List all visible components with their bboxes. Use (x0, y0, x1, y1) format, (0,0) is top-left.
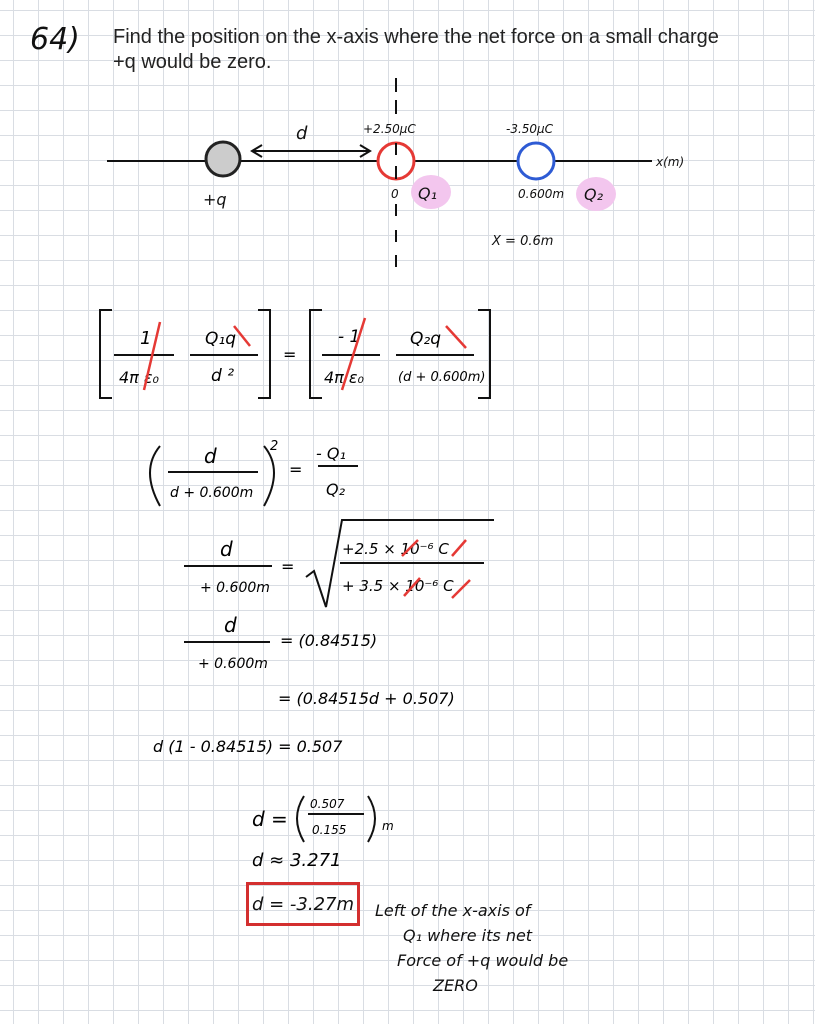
eq3-rhs-denominator: + 3.5 × 10⁻⁶ C (342, 577, 454, 595)
eq1-right-num-b: Q₂q (410, 329, 441, 349)
q1-value-label: +2.50μC (363, 122, 416, 136)
origin-label: 0 (391, 187, 399, 201)
note-line-1: Left of the x-axis of (375, 901, 531, 920)
distance-label: d (296, 123, 308, 144)
eq3-numerator: d (220, 537, 233, 561)
problem-text-line-1: Find the position on the x-axis where th… (113, 26, 719, 48)
eq2-exponent: 2 (270, 439, 278, 454)
eq1-left-num-a: 1 (140, 328, 151, 349)
note-line-3: Force of +q would be (397, 951, 569, 970)
eq5: = (0.84515d + 0.507) (278, 689, 455, 708)
note-line-2: Q₁ where its net (403, 926, 533, 945)
q2-label: Q₂ (584, 185, 604, 204)
eq7-numerator: 0.507 (310, 797, 345, 811)
note-line-4: ZERO (433, 976, 478, 995)
q1-label: Q₁ (418, 184, 437, 203)
x-position-note: X = 0.6m (491, 234, 553, 249)
problem-number: 64) (30, 22, 80, 57)
square-root-sign (305, 519, 494, 608)
final-answer-box: d = -3.27m (246, 882, 360, 926)
test-charge-label: +q (203, 190, 227, 209)
eq2-rhs-denominator: Q₂ (326, 480, 346, 499)
equation-1 (99, 309, 491, 399)
eq6: d (1 - 0.84515) = 0.507 (153, 737, 343, 756)
q2-charge-circle (516, 141, 556, 181)
q2-value-label: -3.50μC (506, 122, 554, 136)
problem-statement: Find the position on the x-axis where th… (113, 25, 813, 75)
cancel-marks (142, 317, 467, 391)
eq2-numerator: d (204, 444, 217, 468)
eq2-equals: = (289, 460, 302, 479)
problem-text-line-2: +q would be zero. (113, 51, 272, 73)
eq1-right-num-a: - 1 (338, 327, 360, 347)
eq3-cancel-marks (401, 539, 471, 599)
distance-arrow (250, 144, 372, 158)
eq4-denominator: + 0.600m (198, 656, 268, 672)
axis-label: x(m) (655, 155, 684, 169)
eq8: d ≈ 3.271 (252, 850, 341, 871)
eq7-lhs: d = (252, 807, 288, 831)
eq1-equals: = (283, 345, 296, 364)
eq4-rhs: = (0.84515) (280, 631, 377, 650)
eq1-left-num-b: Q₁q (205, 329, 236, 349)
q2-highlight (576, 177, 616, 211)
answer-note: Left of the x-axis of Q₁ where its net F… (375, 898, 615, 998)
eq3-rhs-numerator: +2.5 × 10⁻⁶ C (342, 540, 449, 558)
eq2-left-paren (149, 445, 161, 507)
eq7-unit: m (382, 819, 394, 833)
eq4-numerator: d (224, 613, 237, 637)
eq1-right-den-a: 4π ε₀ (324, 368, 365, 387)
q1-highlight (411, 175, 451, 209)
eq1-left-den-b: d ² (211, 366, 234, 386)
eq2-right-paren (263, 445, 275, 507)
eq7-denominator: 0.155 (312, 823, 346, 837)
eq1-right-den-b: (d + 0.600m) (398, 370, 485, 385)
eq2-denominator: d + 0.600m (170, 485, 253, 501)
eq3-equals: = (281, 557, 294, 576)
test-charge-circle (204, 140, 242, 178)
eq1-left-den-a: 4π ε₀ (119, 368, 160, 387)
eq2-rhs-numerator: - Q₁ (316, 444, 346, 463)
eq3-denominator: + 0.600m (200, 580, 270, 596)
q2-position-label: 0.600m (518, 187, 564, 201)
